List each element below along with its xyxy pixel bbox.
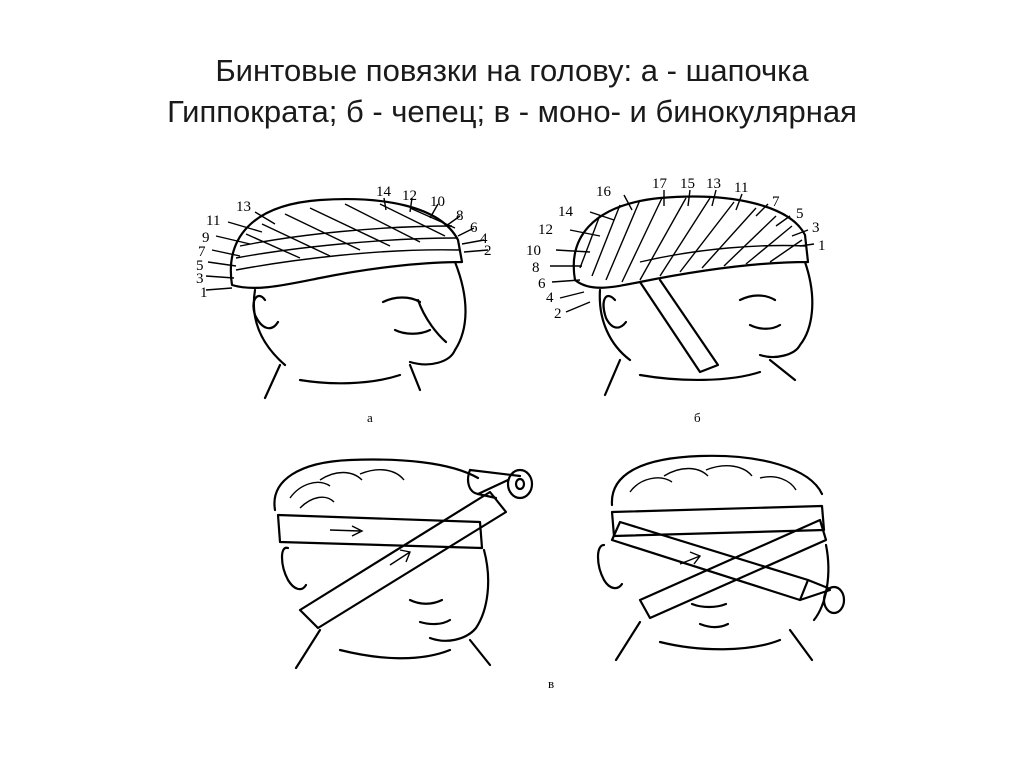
fig-a-num-1: 1 [200,285,208,301]
fig-b-num-13: 13 [706,176,721,192]
fig-a-num-9: 9 [202,230,210,246]
fig-a-num-7: 7 [198,244,206,260]
figure-b-number-leaders [550,189,815,313]
figure-b-caption: б [694,410,701,425]
fig-b-num-1: 1 [818,238,826,254]
fig-b-num-15: 15 [680,176,695,192]
fig-a-num-4: 4 [480,231,488,247]
fig-a-num-6: 6 [470,220,478,236]
fig-b-num-11: 11 [734,180,748,196]
fig-a-num-13: 13 [236,199,251,215]
figure-a-head [229,198,467,400]
fig-b-num-12: 12 [538,222,553,238]
fig-b-num-4: 4 [546,290,554,306]
fig-b-num-17: 17 [652,176,668,192]
figure-a-numbers: 13 11 9 7 5 3 1 14 12 10 8 6 4 2 [196,184,492,301]
title-line-2: Гиппократа; б - чепец; в - моно- и бинок… [167,94,857,129]
fig-b-num-6: 6 [538,276,546,292]
fig-a-num-2: 2 [484,243,492,259]
figure-a-caption: а [367,410,373,425]
fig-b-num-2: 2 [554,306,562,322]
fig-b-num-10: 10 [526,243,541,259]
figure-b-numbers: 16 17 15 13 11 7 5 3 1 14 12 10 8 6 4 2 [526,176,826,322]
fig-b-num-7: 7 [772,194,780,210]
fig-a-num-11: 11 [206,213,220,229]
fig-b-num-14: 14 [558,204,574,220]
fig-b-num-8: 8 [532,260,540,276]
fig-a-num-14: 14 [376,184,392,200]
fig-a-num-5: 5 [196,258,204,274]
figure-b-head [572,195,814,397]
fig-a-num-12: 12 [402,188,417,204]
figure-c-monocular-head [273,458,534,670]
fig-b-num-5: 5 [796,206,804,222]
fig-b-num-16: 16 [596,184,612,200]
figure-c-binocular-head [596,454,846,662]
slide-title: Бинтовые повязки на голову: а - шапочка … [0,50,1024,132]
fig-a-num-8: 8 [456,208,464,224]
fig-a-num-10: 10 [430,194,445,210]
figure-c-caption: в [548,676,554,691]
fig-a-num-3: 3 [196,271,204,287]
title-line-1: Бинтовые повязки на голову: а - шапочка [215,53,809,88]
fig-b-num-3: 3 [812,220,820,236]
figure-a-number-leaders [205,197,489,291]
